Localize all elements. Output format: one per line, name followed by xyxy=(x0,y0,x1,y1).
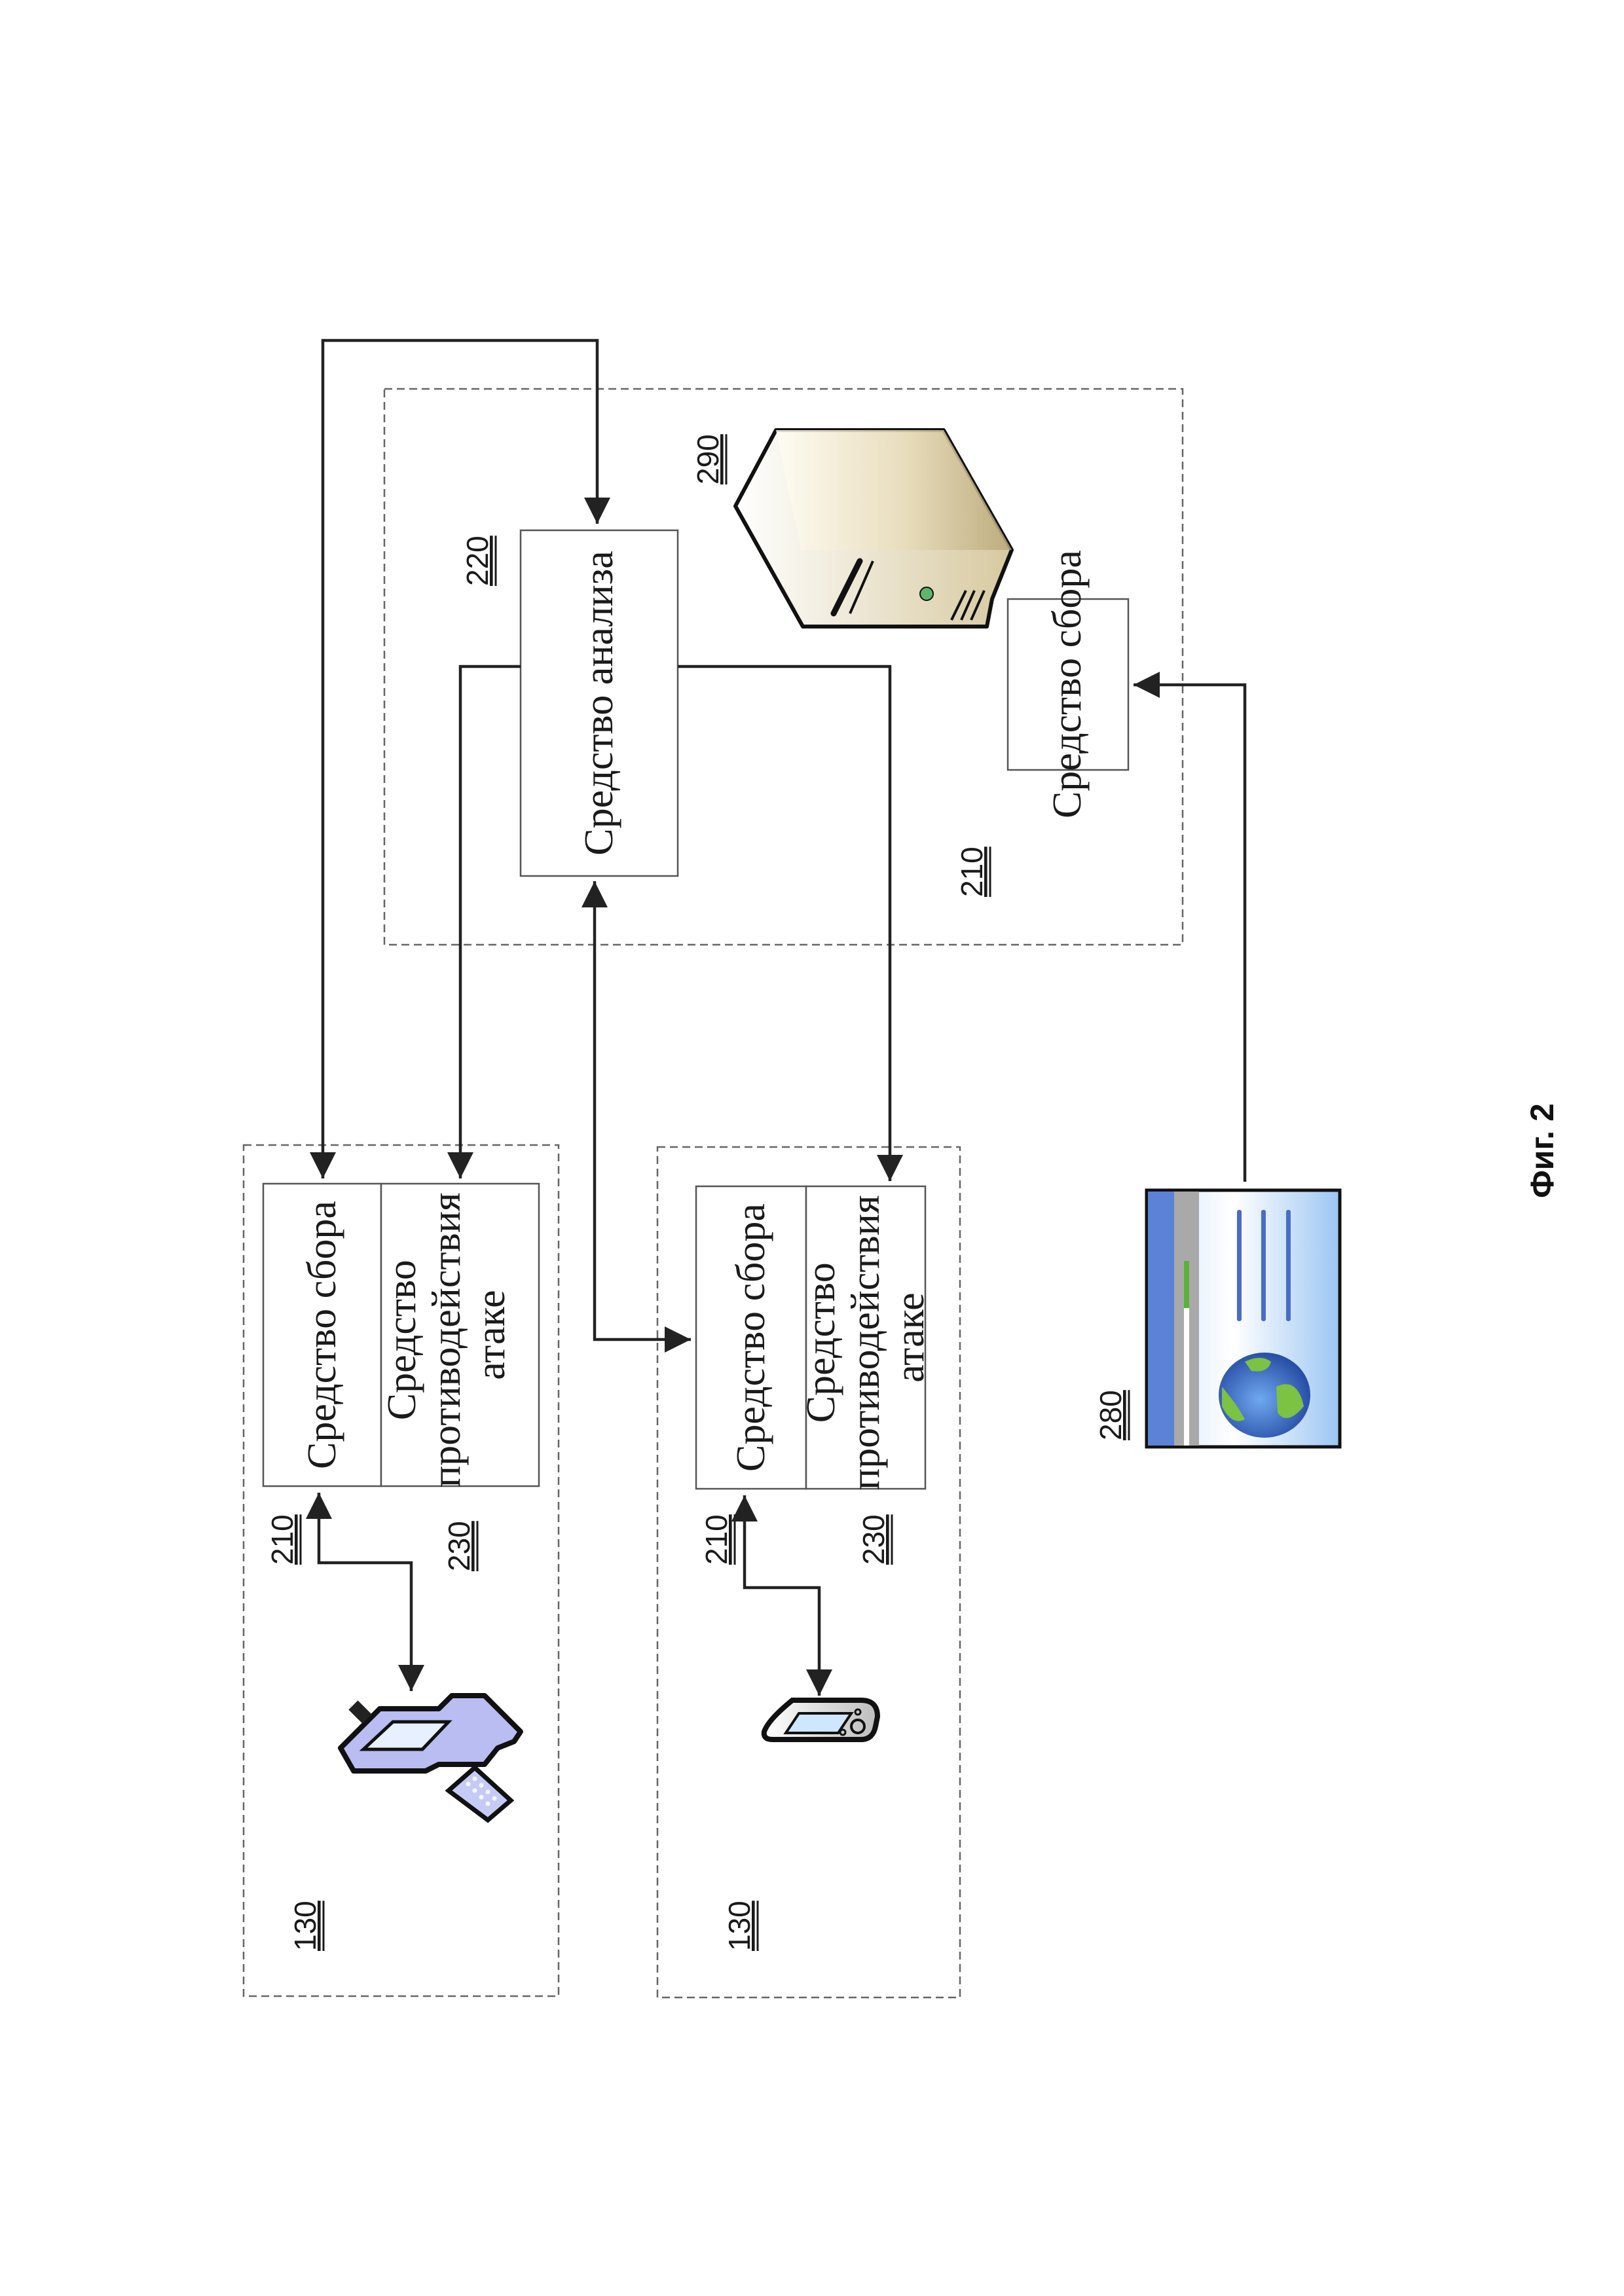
ref-label-130-mobile: 130 xyxy=(722,1901,756,1951)
server-icon[interactable] xyxy=(735,430,1012,627)
ref-label-230-mobile: 230 xyxy=(857,1514,891,1565)
client-mobile-module-box: Средство сбора Средство противодействия … xyxy=(696,1185,932,1490)
client-pc-group: Средство сбора Средство противодействия … xyxy=(244,1145,559,1996)
mobile-collection-label: Средство сбора xyxy=(729,1203,773,1472)
ref-label-230-pc: 230 xyxy=(442,1521,476,1571)
ref-label-220: 220 xyxy=(460,536,494,586)
pc-collection-label: Средство сбора xyxy=(300,1201,344,1469)
pc-device-to-collection-connector xyxy=(319,1493,411,1691)
ref-label-280: 280 xyxy=(1094,1390,1128,1440)
connector-mobile-collection-to-analysis xyxy=(595,881,691,1339)
handheld-device-icon[interactable] xyxy=(764,1700,877,1740)
web-browser-globe-icon[interactable] xyxy=(1147,1190,1340,1447)
ref-label-290: 290 xyxy=(691,434,725,484)
analysis-module-label: Средство анализа xyxy=(577,551,621,855)
client-mobile-group: Средство сбора Средство противодействия … xyxy=(657,1147,960,1997)
desktop-computer-icon[interactable] xyxy=(341,1696,521,1820)
connector-analysis-to-pc-counteraction xyxy=(460,666,521,1178)
connector-analysis-to-mobile-counteraction xyxy=(678,666,890,1181)
ref-label-130-pc: 130 xyxy=(288,1901,322,1951)
ref-label-210-pc: 210 xyxy=(265,1514,299,1565)
external-web-resource: 280 xyxy=(1094,1190,1340,1447)
mobile-device-to-collection-connector xyxy=(745,1495,819,1696)
ref-label-210-server: 210 xyxy=(955,847,989,897)
client-pc-module-box: Средство сбора Средство противодействия … xyxy=(263,1182,539,1487)
ref-label-210-mobile: 210 xyxy=(699,1514,733,1565)
server-collection-label: Средство сбора xyxy=(1045,550,1090,818)
connector-web-to-server-collection xyxy=(1134,685,1245,1182)
figure-caption: Фиг. 2 xyxy=(1524,1103,1560,1198)
